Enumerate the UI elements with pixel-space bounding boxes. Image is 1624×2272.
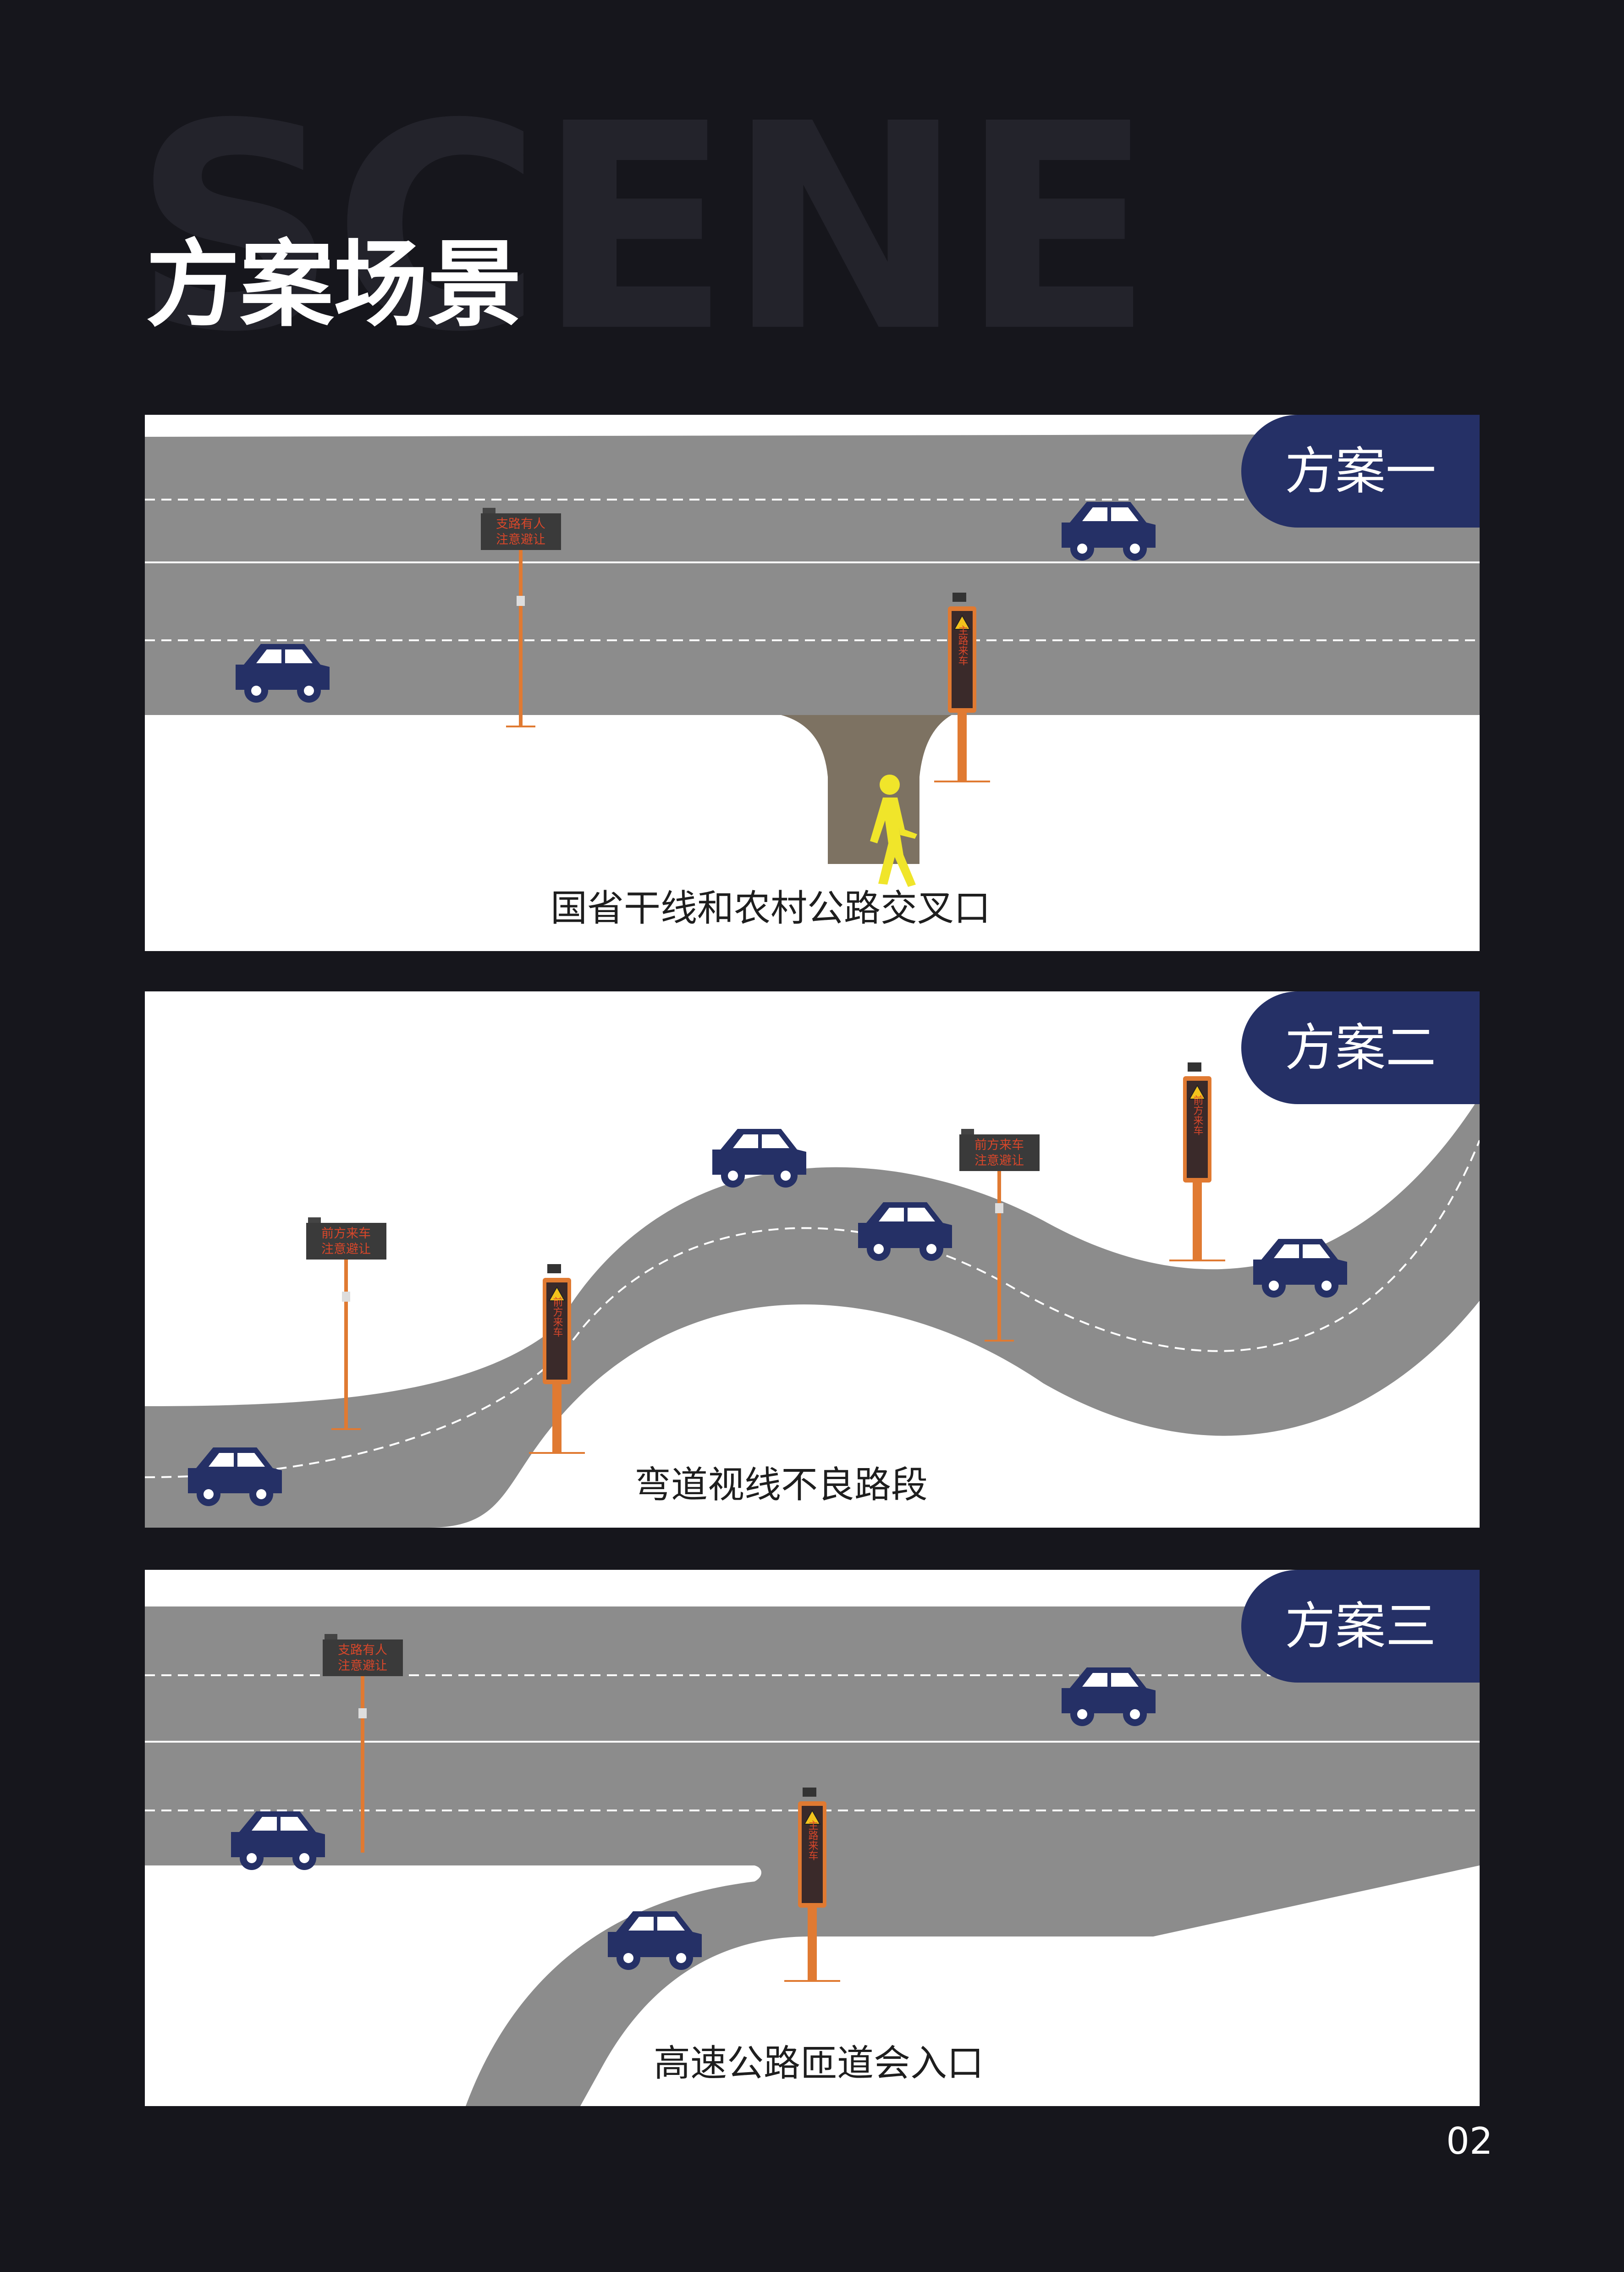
scenario-panel-1: 支路有人 注意避让 主路来车 方案一 国省干线和农村公路交叉口 — [145, 415, 1480, 951]
led-board-sign: 支路有人 注意避让 — [323, 1634, 403, 1853]
scenario-caption: 国省干线和农村公路交叉口 — [551, 887, 991, 930]
scenario-badge: 方案三 — [1241, 1570, 1480, 1683]
background-watermark-word: SCENE — [133, 64, 1154, 394]
warning-post-sign: 主路来车 — [784, 1788, 840, 1982]
scenario-badge: 方案二 — [1241, 991, 1480, 1104]
curved-road — [145, 1097, 1480, 1528]
svg-text:注意避让: 注意避让 — [321, 1242, 371, 1256]
pedestrian-icon — [870, 775, 917, 887]
svg-text:前方来车: 前方来车 — [974, 1138, 1024, 1152]
car-icon — [1253, 1239, 1347, 1298]
svg-text:前方来车: 前方来车 — [551, 1297, 563, 1337]
led-board-sign: 前方来车 注意避让 — [959, 1129, 1040, 1342]
svg-text:主路来车: 主路来车 — [807, 1820, 819, 1860]
scenario-2-illustration: 前方来车 注意避让 前方来车 注意避让 前方来车 — [145, 1062, 1480, 1528]
scenario-1-illustration: 支路有人 注意避让 主路来车 — [145, 434, 1480, 887]
car-icon — [1062, 1667, 1156, 1726]
svg-text:前方来车: 前方来车 — [321, 1227, 371, 1241]
scenario-panel-2: 前方来车 注意避让 前方来车 注意避让 前方来车 — [145, 991, 1480, 1528]
rural-side-road — [781, 715, 952, 864]
main-road — [145, 434, 1480, 715]
car-icon — [712, 1129, 806, 1188]
svg-text:注意避让: 注意避让 — [338, 1659, 387, 1673]
car-icon — [231, 1811, 325, 1870]
warning-post-sign: 前方来车 — [1169, 1062, 1225, 1261]
scenario-badge: 方案一 — [1241, 415, 1480, 528]
svg-text:前方来车: 前方来车 — [1192, 1095, 1204, 1135]
scenario-3-illustration: 支路有人 注意避让 主路来车 — [145, 1606, 1480, 2106]
road-center-dashed-line — [145, 1140, 1480, 1478]
svg-text:注意避让: 注意避让 — [496, 533, 545, 547]
svg-text:注意避让: 注意避让 — [974, 1154, 1024, 1168]
car-icon — [608, 1911, 702, 1970]
warning-post-sign: 前方来车 — [529, 1264, 585, 1454]
scenario-caption: 弯道视线不良路段 — [634, 1463, 928, 1506]
page-title: 方案场景 — [146, 231, 522, 340]
svg-text:支路有人: 支路有人 — [338, 1643, 387, 1657]
scenario-caption: 高速公路匝道会入口 — [654, 2042, 984, 2085]
car-icon — [236, 644, 330, 703]
car-icon — [1062, 502, 1156, 561]
page-number: 02 — [1446, 2120, 1493, 2162]
warning-post-sign: 主路来车 — [934, 593, 990, 782]
led-board-sign: 前方来车 注意避让 — [306, 1217, 386, 1430]
svg-text:主路来车: 主路来车 — [957, 625, 969, 666]
scenario-panel-3: 支路有人 注意避让 主路来车 方案三 高速公路匝道会入口 — [145, 1570, 1480, 2106]
car-icon — [858, 1202, 952, 1261]
led-board-sign: 支路有人 注意避让 — [481, 508, 561, 727]
car-icon — [188, 1447, 282, 1506]
svg-text:支路有人: 支路有人 — [496, 517, 545, 531]
